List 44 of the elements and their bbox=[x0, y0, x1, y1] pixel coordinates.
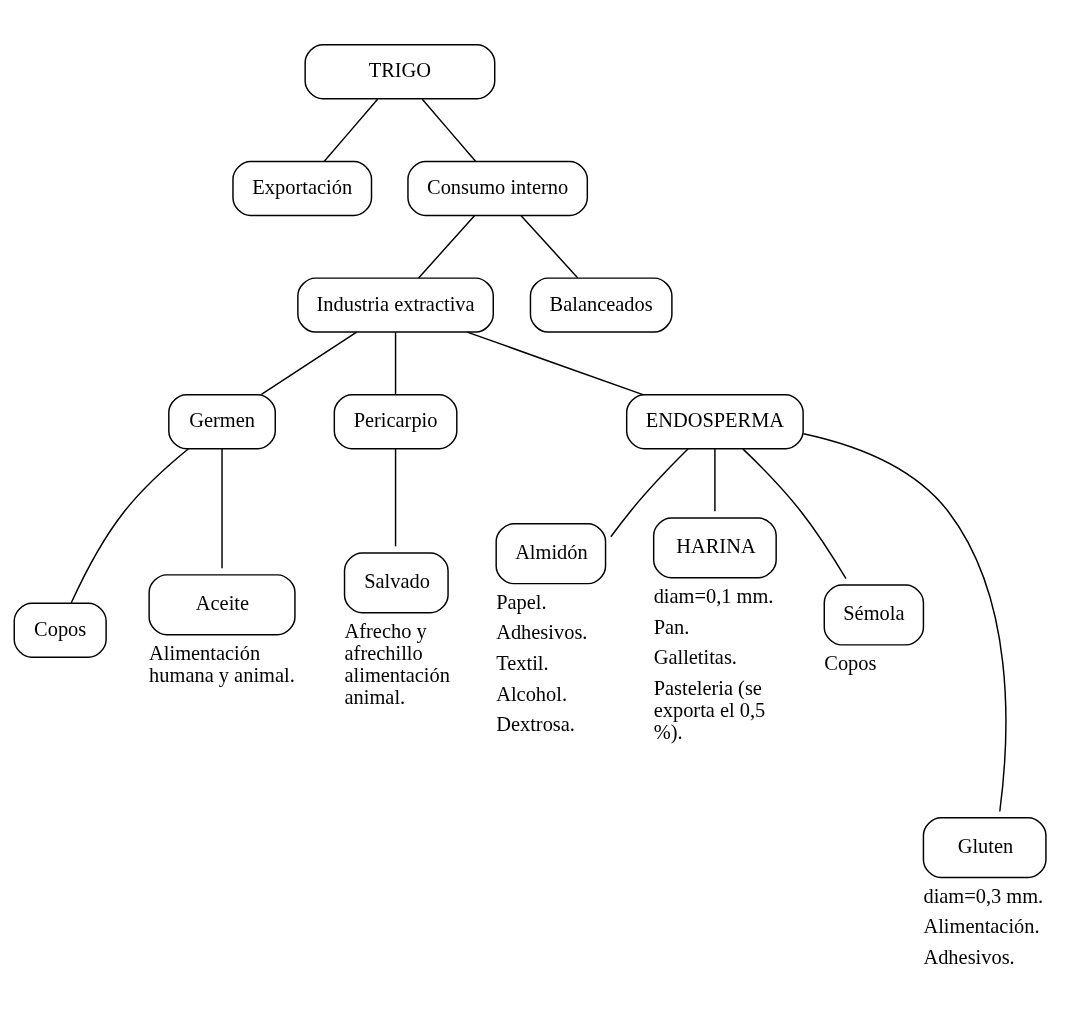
connector bbox=[610, 448, 689, 538]
node-label: Textil. bbox=[496, 651, 549, 674]
node-box: Sémola bbox=[823, 584, 925, 646]
node-label: Alimentación. bbox=[923, 915, 1040, 938]
connector bbox=[802, 432, 1007, 813]
connector bbox=[417, 215, 476, 279]
connector bbox=[466, 331, 644, 396]
node-box: Consumo interno bbox=[407, 160, 589, 217]
node-box: Exportación bbox=[232, 160, 373, 217]
node-box: HARINA bbox=[652, 517, 777, 579]
connector bbox=[70, 448, 189, 604]
node-label: Afrecho y afrechillo alimentación animal. bbox=[344, 619, 450, 708]
node-label: Papel. bbox=[496, 590, 547, 613]
node-label: Dextrosa. bbox=[496, 713, 575, 736]
connector bbox=[714, 448, 716, 513]
node-label: diam=0,1 mm. bbox=[653, 584, 774, 607]
node-box: Salvado bbox=[343, 552, 449, 614]
connector bbox=[323, 98, 379, 163]
node-label: Pan. bbox=[653, 615, 690, 638]
node-label: Alcohol. bbox=[496, 682, 568, 705]
node-label: Galletitas. bbox=[653, 646, 737, 669]
node-label: Pasteleria (se exporta el 0,5 %). bbox=[653, 676, 766, 743]
node-label: Adhesivos. bbox=[496, 621, 588, 644]
connector bbox=[221, 448, 223, 570]
node-box: Balanceados bbox=[529, 277, 673, 333]
node-label: Copos bbox=[824, 651, 877, 674]
node-box: ENDOSPERMA bbox=[625, 394, 804, 450]
node-box: Gluten bbox=[922, 816, 1047, 879]
connector bbox=[260, 331, 358, 396]
connector bbox=[394, 331, 397, 396]
node-box: Industria extractiva bbox=[297, 277, 494, 333]
node-box: Almidón bbox=[495, 523, 607, 585]
node-box: Germen bbox=[168, 394, 276, 450]
connector bbox=[421, 98, 477, 163]
connector bbox=[742, 448, 847, 580]
node-box: Copos bbox=[13, 602, 107, 658]
node-box: Pericarpio bbox=[333, 394, 458, 450]
node-box: TRIGO bbox=[304, 44, 496, 100]
connector bbox=[520, 215, 579, 279]
node-label: Adhesivos. bbox=[923, 945, 1015, 968]
node-box: Aceite bbox=[148, 574, 296, 636]
connector bbox=[394, 448, 397, 548]
node-label: diam=0,3 mm. bbox=[923, 884, 1044, 907]
node-label: Alimentación humana y animal. bbox=[149, 641, 295, 686]
